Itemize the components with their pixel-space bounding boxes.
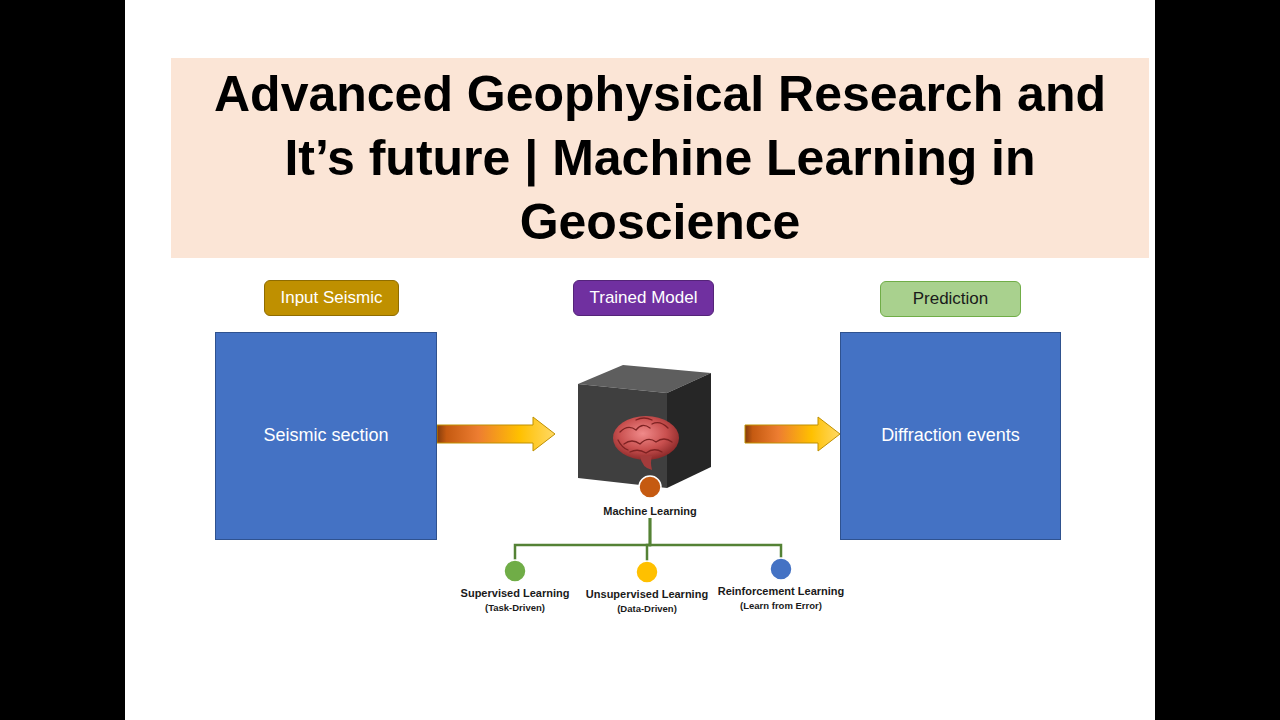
learning-dot	[577, 561, 717, 583]
side-bar	[1155, 0, 1280, 720]
process-box: Seismic section	[215, 332, 437, 540]
learning-dot	[504, 560, 526, 582]
stage-label: Prediction	[880, 281, 1021, 317]
node-label: Machine Learning	[603, 504, 697, 518]
flow-arrow	[437, 417, 555, 451]
learning-type: Reinforcement Learning(Learn from Error)	[711, 558, 851, 618]
node-label: Supervised Learning	[461, 586, 570, 600]
node-label: Reinforcement Learning	[718, 584, 845, 598]
node-label: Input Seismic	[280, 288, 382, 308]
learning-type: Supervised Learning(Task-Driven)	[445, 560, 585, 620]
stage-label: Input Seismic	[264, 280, 399, 316]
node-label: Unsupervised Learning	[586, 587, 708, 601]
node-label: Diffraction events	[881, 425, 1020, 447]
side-bar	[0, 0, 125, 720]
node-label: Seismic section	[263, 425, 388, 447]
learning-dot	[636, 561, 658, 583]
learning-dot	[711, 558, 851, 580]
model-node: Machine Learning	[555, 362, 745, 518]
tree-connector	[647, 518, 650, 561]
stage-label: Trained Model	[573, 280, 714, 316]
model-dot	[639, 476, 661, 498]
learning-dot	[445, 560, 585, 582]
node-sublabel: (Data-Driven)	[617, 601, 677, 617]
flow-arrow	[745, 417, 840, 451]
learning-dot	[770, 558, 792, 580]
brain-folds	[618, 418, 672, 453]
diagram-title: Advanced Geophysical Research and It’s f…	[190, 62, 1130, 254]
tree-connector	[515, 518, 650, 560]
title-band: Advanced Geophysical Research and It’s f…	[171, 58, 1149, 258]
brain-stem	[640, 456, 652, 470]
node-label: Prediction	[913, 289, 989, 309]
node-sublabel: (Learn from Error)	[740, 598, 822, 614]
brain-illustration	[613, 416, 679, 460]
learning-type: Unsupervised Learning(Data-Driven)	[577, 561, 717, 621]
node-label: Trained Model	[589, 288, 697, 308]
model-cube	[578, 365, 711, 498]
node-sublabel: (Task-Driven)	[485, 600, 545, 616]
process-box: Diffraction events	[840, 332, 1061, 540]
tree-connector	[650, 518, 781, 558]
